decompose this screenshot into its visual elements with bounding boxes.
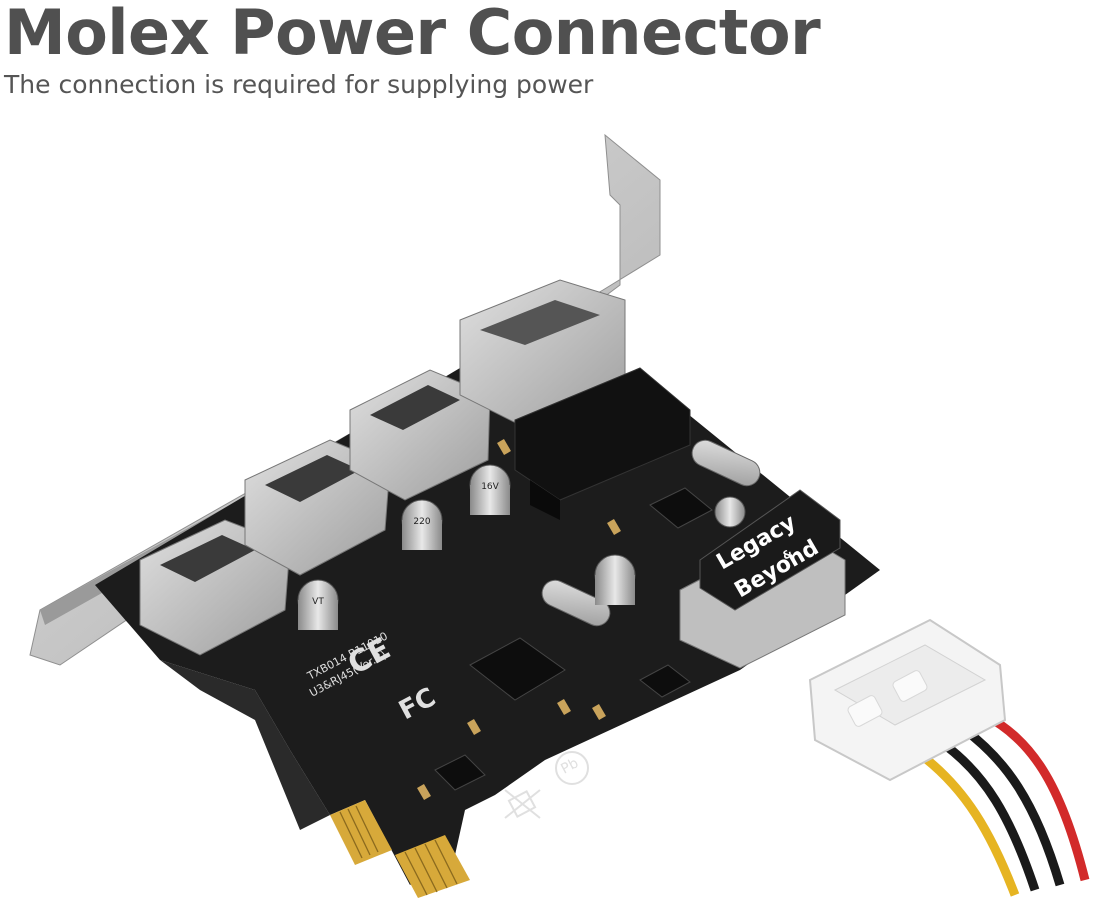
- controller-chip: [434, 487, 713, 791]
- molex-plug-cable: [808, 618, 1090, 897]
- svg-text:16V: 16V: [481, 482, 499, 492]
- usb-port: [244, 439, 391, 576]
- gold-fingers: [330, 800, 470, 898]
- svg-text:VT: VT: [312, 597, 324, 607]
- capacitor: 220: [401, 499, 443, 550]
- page-subtitle: The connection is required for supplying…: [4, 70, 594, 99]
- page-title: Molex Power Connector: [4, 0, 821, 69]
- smd-components: [417, 438, 621, 801]
- usb-port: [139, 519, 291, 656]
- crystal-oscillator: [541, 439, 761, 627]
- capacitor: 16V: [469, 464, 511, 515]
- capacitor: [594, 554, 636, 605]
- capacitor: VT: [297, 579, 339, 630]
- capacitor: [714, 496, 746, 528]
- svg-text:Pb: Pb: [558, 755, 581, 777]
- svg-text:220: 220: [413, 517, 430, 527]
- transformer-chip: [514, 367, 691, 520]
- usb-port: [349, 369, 491, 501]
